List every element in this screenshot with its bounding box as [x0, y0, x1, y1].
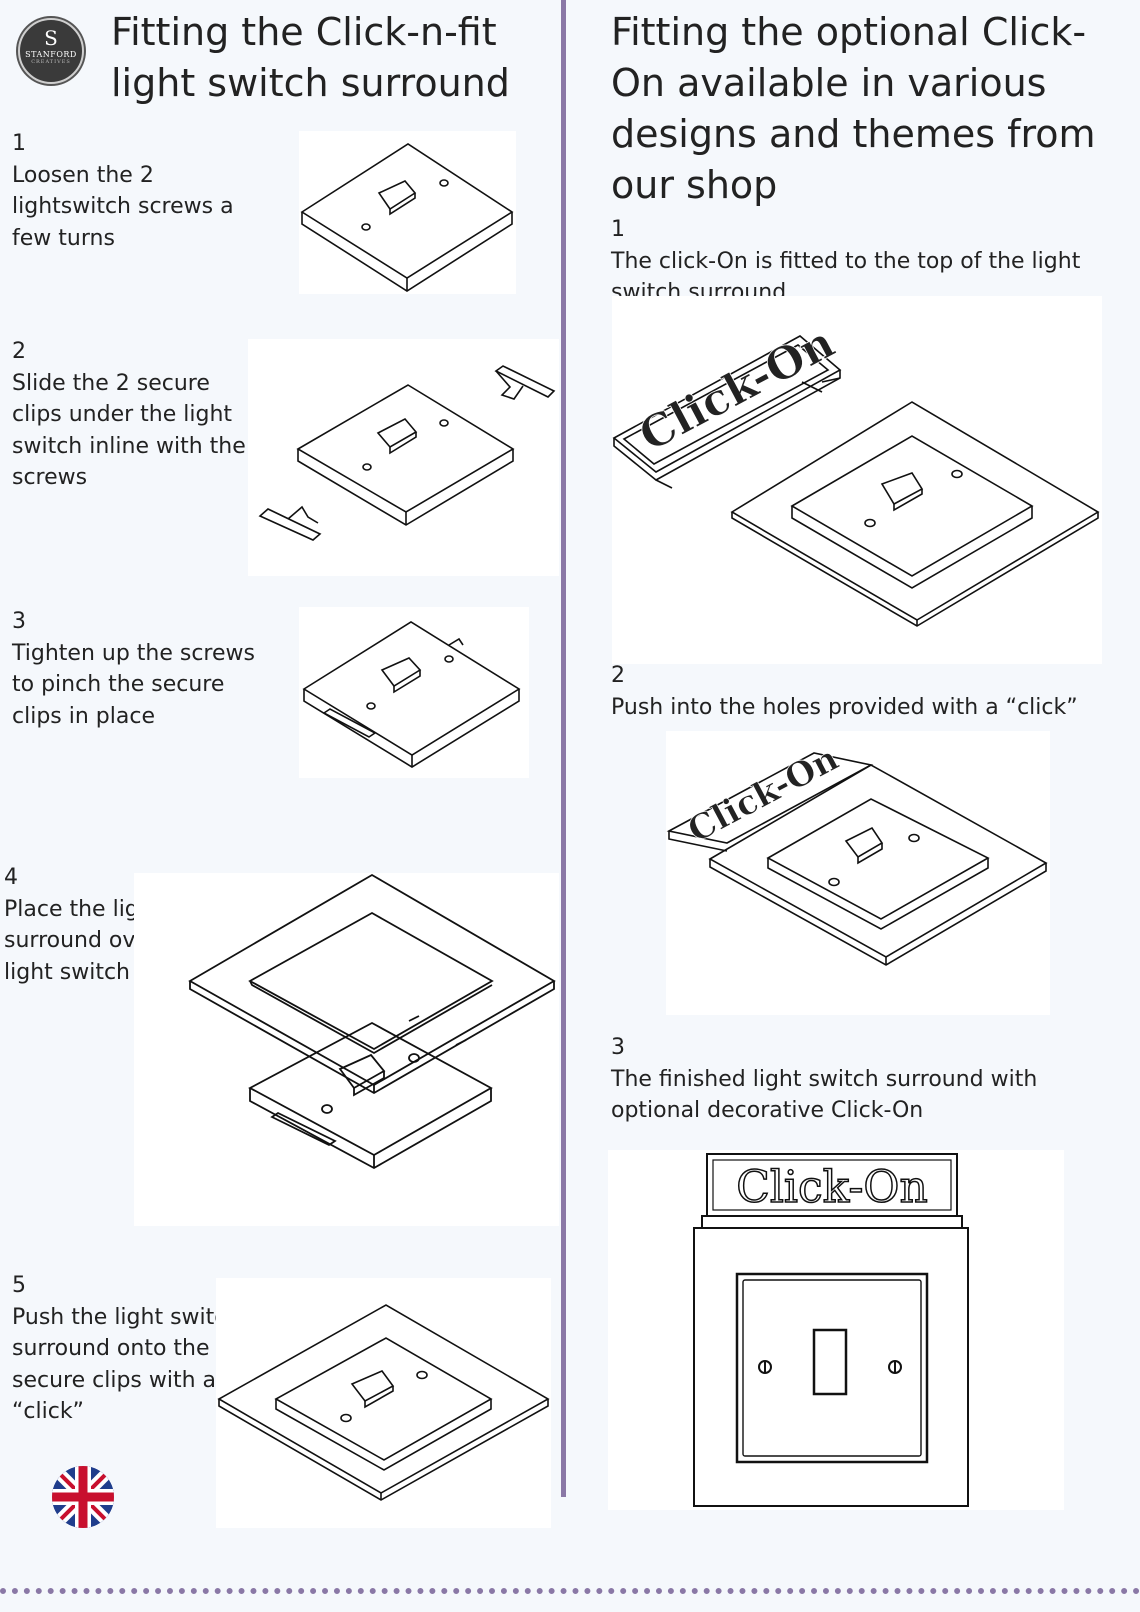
step-number: 5 [12, 1273, 26, 1298]
column-divider [561, 0, 566, 1497]
left-step-3: 3 Tighten up the screws to pinch the sec… [12, 606, 272, 732]
step-text: Push the light switch surround onto the … [12, 1304, 241, 1425]
uk-flag-icon [52, 1466, 114, 1528]
step-number: 1 [611, 217, 625, 242]
right-step-2: 2 Push into the holes provided with a “c… [611, 660, 1121, 723]
step2-clips-illustration [248, 339, 559, 576]
right-step-1: 1 The click-On is fitted to the top of t… [611, 214, 1121, 309]
logo-sub: CREATIVES [31, 59, 71, 65]
clickon-word: Click-On [736, 1162, 928, 1213]
clickon-pushed-illustration: Click-On [666, 731, 1050, 1015]
clickon-word: Click-On [631, 317, 843, 462]
step-number: 2 [611, 663, 625, 688]
step3-tightened-illustration [299, 607, 529, 778]
step-number: 1 [12, 131, 26, 156]
left-step-2: 2 Slide the 2 secure clips under the lig… [12, 336, 252, 494]
step-text: Loosen the 2 lightswitch screws a few tu… [12, 162, 234, 251]
right-title: Fitting the optional Click-On available … [611, 10, 1096, 207]
left-title: Fitting the Click-n-fit light switch sur… [111, 10, 510, 105]
logo-name: STANFORD [25, 50, 77, 59]
step5-surround-fitted-illustration [216, 1278, 551, 1528]
clickon-above-surround-illustration: Click-On [612, 296, 1102, 664]
step-text: Slide the 2 secure clips under the light… [12, 370, 246, 491]
step-number: 2 [12, 339, 26, 364]
step-number: 3 [12, 609, 26, 634]
step-number: 3 [611, 1035, 625, 1060]
finished-front-view-illustration: Click-On [608, 1150, 1064, 1510]
step1-switch-illustration [299, 131, 516, 294]
right-step-3: 3 The finished light switch surround wit… [611, 1032, 1081, 1127]
step-text: Tighten up the screws to pinch the secur… [12, 640, 255, 729]
left-step-5: 5 Push the light switch surround onto th… [12, 1270, 257, 1428]
logo-letter: S [44, 26, 58, 50]
step4-surround-over-switch-illustration [134, 873, 559, 1226]
step-text: The finished light switch surround with … [611, 1066, 1038, 1124]
left-step-1: 1 Loosen the 2 lightswitch screws a few … [12, 128, 272, 254]
bottom-dotted-divider [0, 1588, 1140, 1594]
step-text: Push into the holes provided with a “cli… [611, 694, 1078, 720]
step-number: 4 [4, 865, 18, 890]
stanford-logo: S STANFORD CREATIVES [18, 18, 84, 84]
